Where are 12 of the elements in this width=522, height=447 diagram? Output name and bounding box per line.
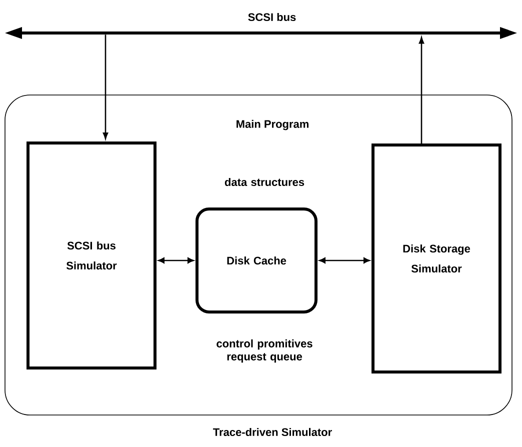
note: control promitives request queue	[216, 339, 312, 363]
arrow	[418, 37, 424, 144]
simulator-box: SCSI bus Simulator	[26, 142, 156, 370]
arrow	[102, 34, 108, 140]
bus-label: SCSI bus	[248, 12, 296, 22]
arrow	[319, 258, 370, 264]
caption: Trace-driven Simulator	[213, 428, 332, 436]
note: data structures	[224, 178, 304, 186]
cache-box: Disk Cache	[196, 208, 318, 314]
simulator-box: Disk Storage Simulator	[372, 144, 502, 374]
arrow	[158, 258, 194, 264]
frame-title: Main Program	[236, 120, 308, 130]
